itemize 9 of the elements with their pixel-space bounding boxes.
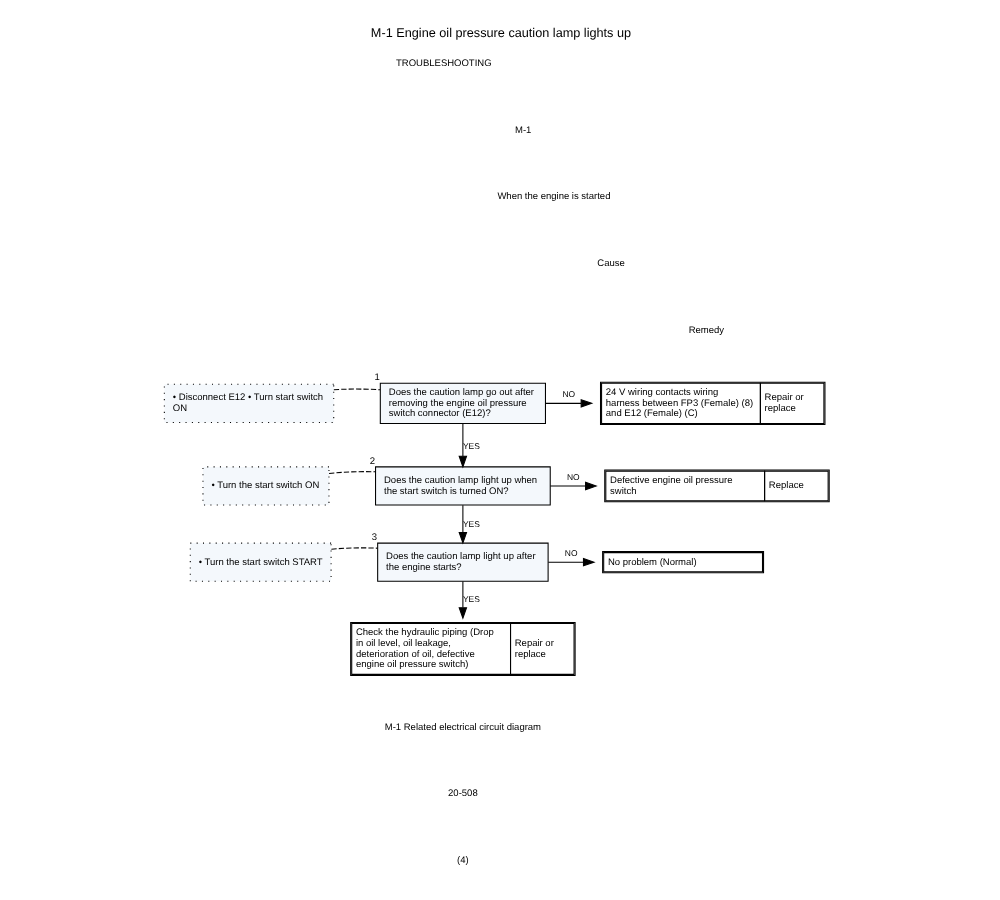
arrow bbox=[544, 397, 593, 407]
arrow bbox=[457, 421, 467, 468]
arrow bbox=[457, 580, 467, 619]
arrow bbox=[457, 503, 467, 544]
arrow bbox=[548, 480, 597, 490]
connector bbox=[332, 387, 380, 390]
arrow bbox=[546, 556, 595, 566]
connector bbox=[329, 546, 378, 549]
connector bbox=[327, 470, 375, 473]
